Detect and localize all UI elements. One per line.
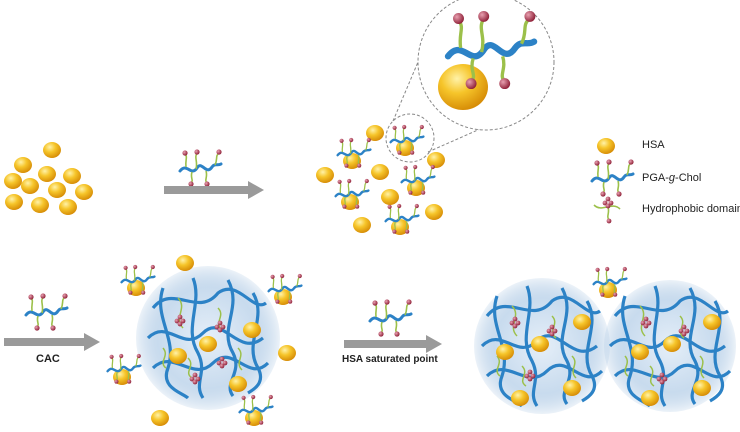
- hsa-sphere: [14, 157, 32, 173]
- micelle-1: [136, 266, 280, 410]
- hsa-polymer-complex: [402, 165, 435, 196]
- legend-polymer-label: PGA-g-Chol: [642, 172, 701, 184]
- hsa-polymer-complexes: [316, 125, 445, 235]
- bound-hsa: [199, 336, 217, 352]
- pga-chol-chain: [24, 291, 70, 333]
- pga-chol-chain: [368, 297, 414, 339]
- hsa-polymer-complex: [122, 265, 155, 296]
- bound-hsa: [631, 344, 649, 360]
- legend-polymer-suffix: -Chol: [675, 172, 702, 184]
- legend-polymer-prefix: PGA-: [642, 172, 669, 184]
- hsa-polymer-complex: [594, 267, 627, 298]
- hsa-sphere: [75, 184, 93, 200]
- hsa-sphere: [278, 345, 296, 361]
- legend-hsa-icon: [597, 138, 615, 154]
- legend-hydrophobic-icon: [593, 196, 621, 224]
- zoom-inset: [385, 0, 555, 163]
- legend-polymer-g: g: [668, 172, 676, 184]
- bound-hsa: [511, 390, 529, 406]
- hsa-polymer-complex: [391, 125, 424, 156]
- bound-hsa: [573, 314, 591, 330]
- hsa-sphere: [353, 217, 371, 233]
- legend-hsa-label: HSA: [642, 139, 665, 151]
- pga-chol-chain: [178, 147, 224, 189]
- hsa-sphere: [381, 189, 399, 205]
- hsa-polymer-complex: [336, 179, 369, 210]
- bound-hsa: [496, 344, 514, 360]
- hsa-sphere: [59, 199, 77, 215]
- bound-hsa: [693, 380, 711, 396]
- hsa-sphere: [425, 204, 443, 220]
- add-polymer-arrow: [164, 147, 264, 199]
- hsa-sphere: [176, 255, 194, 271]
- saturation-arrow: [344, 297, 442, 353]
- hsa-sphere: [4, 173, 22, 189]
- cac-label: CAC: [36, 353, 60, 365]
- bound-hsa: [563, 380, 581, 396]
- hsa-sphere: [31, 197, 49, 213]
- bound-hsa: [243, 322, 261, 338]
- micelle-3: [604, 280, 736, 412]
- bound-hsa: [663, 336, 681, 352]
- legend-hydrophobic-label: Hydrophobic domain: [642, 203, 740, 215]
- saturation-label: HSA saturated point: [342, 354, 438, 365]
- hsa-sphere: [371, 164, 389, 180]
- hsa-sphere: [427, 152, 445, 168]
- hsa-sphere: [63, 168, 81, 184]
- hsa-sphere: [38, 166, 56, 182]
- bound-hsa: [169, 348, 187, 364]
- hsa-sphere-large: [438, 64, 488, 110]
- hsa-sphere: [316, 167, 334, 183]
- hsa-polymer-complex: [269, 274, 302, 305]
- hsa-polymer-complex: [108, 354, 141, 385]
- hsa-sphere: [21, 178, 39, 194]
- hsa-polymer-complex: [240, 395, 273, 426]
- hsa-sphere: [5, 194, 23, 210]
- micelle-2: [474, 278, 610, 414]
- legend: [590, 138, 636, 224]
- bound-hsa: [641, 390, 659, 406]
- hsa-sphere: [48, 182, 66, 198]
- hsa-sphere: [43, 142, 61, 158]
- legend-polymer-icon: [590, 157, 636, 199]
- bound-hsa: [229, 376, 247, 392]
- cac-arrow: [4, 291, 100, 351]
- hsa-polymer-complex: [386, 204, 419, 235]
- free-hsa-group: [4, 142, 93, 215]
- hsa-sphere: [151, 410, 169, 426]
- hsa-polymer-complex: [338, 138, 371, 169]
- bound-hsa: [703, 314, 721, 330]
- bound-hsa: [531, 336, 549, 352]
